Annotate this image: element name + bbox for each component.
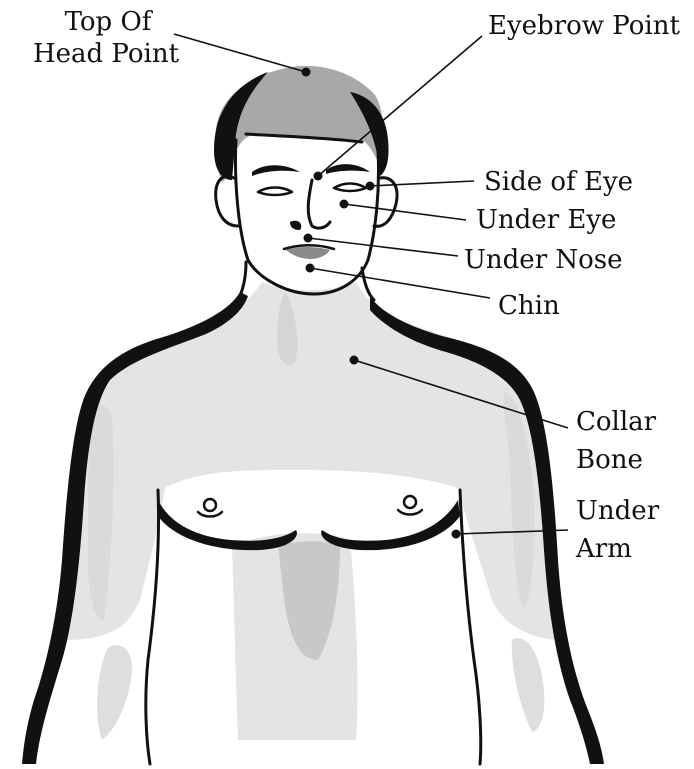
label-top-of-head-line1: Top Of: [65, 7, 154, 37]
point-top-of-head: [302, 68, 311, 77]
point-eyebrow: [314, 172, 323, 181]
label-under-eye: Under Eye: [476, 205, 616, 235]
label-collar-bone-line1: Collar: [576, 407, 657, 437]
leader-under-eye: [344, 204, 466, 220]
point-under-eye: [340, 200, 349, 209]
label-under-arm-line2: Arm: [575, 534, 632, 564]
point-side-of-eye: [366, 182, 375, 191]
point-collar-bone: [350, 356, 359, 365]
label-top-of-head-line2: Head Point: [33, 39, 180, 69]
label-side-of-eye: Side of Eye: [484, 167, 633, 197]
label-under-nose: Under Nose: [464, 245, 623, 275]
hair: [214, 66, 389, 182]
label-collar-bone-line2: Bone: [576, 445, 643, 475]
leader-top-of-head: [174, 34, 306, 72]
point-chin: [306, 264, 315, 273]
face: [216, 140, 397, 294]
point-under-arm: [452, 530, 461, 539]
label-eyebrow-point: Eyebrow Point: [488, 11, 680, 41]
label-under-arm-line1: Under: [576, 496, 660, 526]
leader-side-of-eye: [370, 181, 474, 186]
point-under-nose: [304, 234, 313, 243]
label-chin: Chin: [498, 291, 560, 321]
